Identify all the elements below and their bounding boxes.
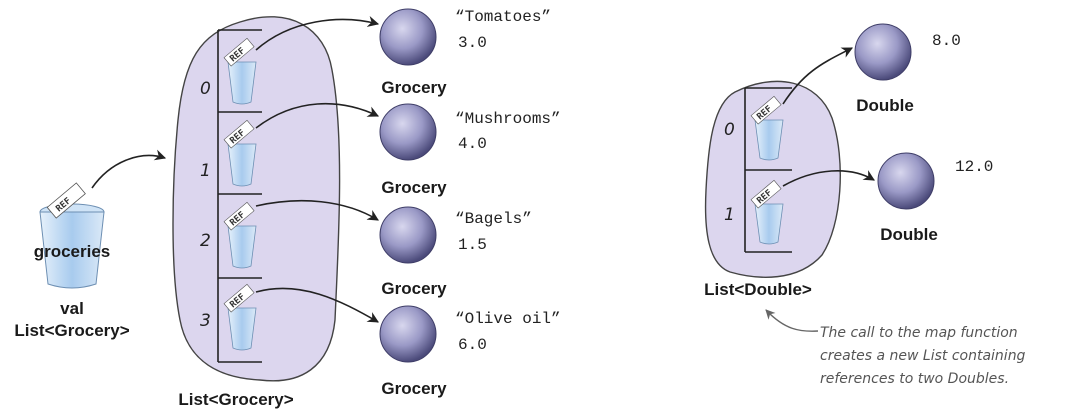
grocery-1-name: “Mushrooms” [455,110,561,128]
grocery-index-0: 0 [200,79,211,99]
grocery-0-class: Grocery [381,78,447,97]
grocery-1-sphere [380,104,436,160]
double-index-1: 1 [724,205,735,225]
grocery-3-sphere [380,306,436,362]
grocery-list-blob [173,17,340,381]
grocery-index-3: 3 [200,311,211,331]
double-0-sphere [855,24,911,80]
grocery-1-class: Grocery [381,178,447,197]
grocery-3-name: “Olive oil” [455,310,561,328]
double-1-class: Double [880,225,938,244]
groceries-variable: REF groceries val List<Grocery> [14,183,129,340]
annotation-arrow [766,310,818,331]
groceries-var-kind: val [60,299,84,318]
annotation-line-3: references to two Doubles. [820,371,1009,387]
grocery-index-1: 1 [200,161,211,181]
grocery-object-0: “Tomatoes” 3.0 Grocery [380,8,551,97]
grocery-object-2: “Bagels” 1.5 Grocery [380,207,532,298]
grocery-3-class: Grocery [381,379,447,398]
double-object-1: 12.0 Double [878,153,993,244]
grocery-1-price: 4.0 [458,135,487,153]
groceries-to-list-arrow [92,156,165,188]
double-list-type-label: List<Double> [704,280,812,299]
groceries-var-type: List<Grocery> [14,321,129,340]
groceries-var-name: groceries [34,242,111,261]
grocery-2-sphere [380,207,436,263]
grocery-2-class: Grocery [381,279,447,298]
grocery-2-name: “Bagels” [455,210,532,228]
double-1-sphere [878,153,934,209]
double-0-value: 8.0 [932,32,961,50]
double-index-0: 0 [724,120,735,140]
double-object-0: 8.0 Double [855,24,961,115]
grocery-0-name: “Tomatoes” [455,8,551,26]
grocery-list-type-label: List<Grocery> [178,390,293,409]
grocery-index-2: 2 [200,231,211,251]
grocery-0-price: 3.0 [458,34,487,52]
grocery-object-3: “Olive oil” 6.0 Grocery [380,306,561,398]
annotation-line-2: creates a new List containing [820,348,1026,364]
annotation-line-1: The call to the map function [820,325,1018,341]
grocery-0-sphere [380,9,436,65]
double-1-value: 12.0 [955,158,993,176]
grocery-3-price: 6.0 [458,336,487,354]
grocery-object-1: “Mushrooms” 4.0 Grocery [380,104,561,197]
grocery-2-price: 1.5 [458,236,487,254]
double-0-class: Double [856,96,914,115]
